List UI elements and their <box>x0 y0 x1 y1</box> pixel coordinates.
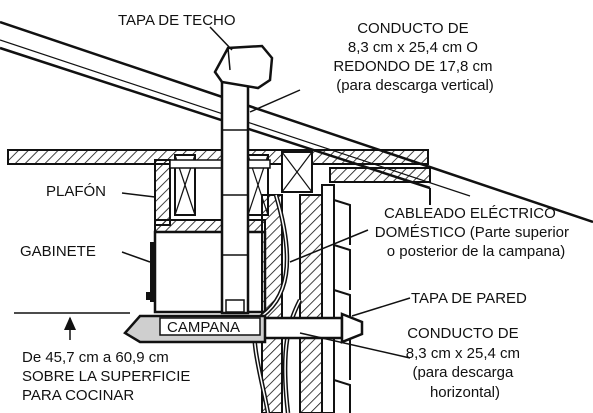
vertical-duct-label: CONDUCTO DE 8,3 cm x 25,4 cm O REDONDO D… <box>333 20 496 94</box>
ceiling-label: PLAFÓN <box>46 183 106 200</box>
height-label: De 45,7 cm a 60,9 cm SOBRE LA SUPERFICIE… <box>22 349 195 404</box>
vertical-duct <box>220 66 250 315</box>
horizontal-duct <box>260 312 364 344</box>
leader-lines <box>121 26 411 359</box>
height-dimension <box>14 312 130 340</box>
horizontal-duct-label: CONDUCTO DE 8,3 cm x 25,4 cm (para desca… <box>406 325 524 401</box>
hood-label: CAMPANA <box>167 319 240 336</box>
roof-cap <box>213 44 274 90</box>
roof-cap-label: TAPA DE TECHO <box>118 12 236 29</box>
wall-cap-label: TAPA DE PARED <box>411 290 527 307</box>
wiring-label: CABLEADO ELÉCTRICO DOMÉSTICO (Parte supe… <box>375 205 573 260</box>
range-hood <box>123 314 267 344</box>
cabinet-label: GABINETE <box>20 243 96 260</box>
